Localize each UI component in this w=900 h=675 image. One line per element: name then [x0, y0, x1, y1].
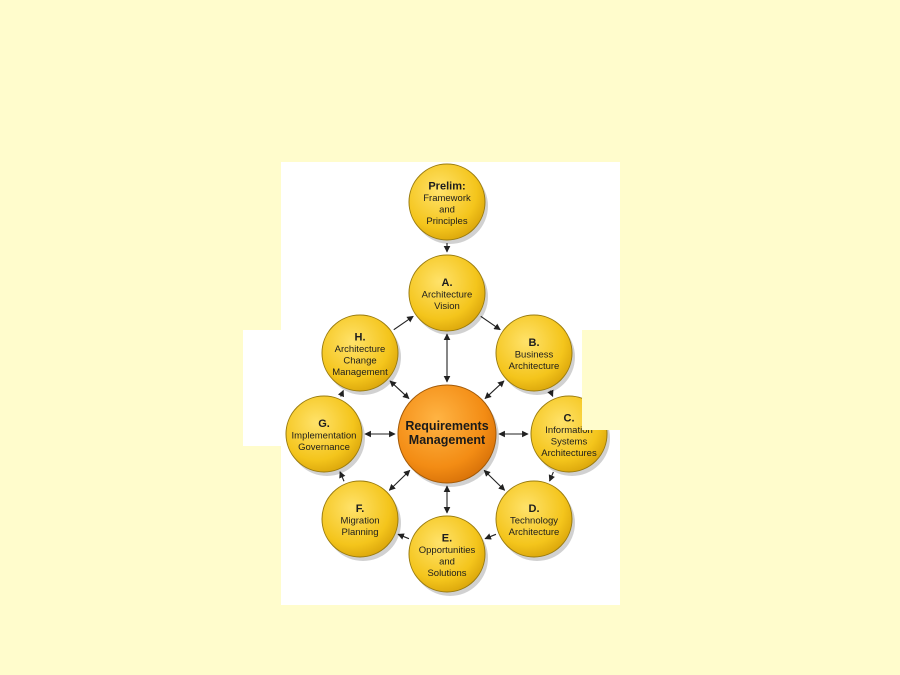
arrow-e-f [397, 533, 410, 540]
node-a-line-0: Architecture [422, 290, 473, 301]
node-c-title: C. [564, 413, 575, 425]
arrow-c-d [548, 471, 555, 482]
node-prelim-line-0: Framework [423, 193, 471, 204]
node-d-title: D. [529, 503, 540, 515]
diagram-slice-bottom: Prelim:FrameworkandPrinciplesA.Architect… [281, 430, 620, 605]
node-a-line-1: Vision [434, 301, 460, 312]
arrow-b-c [547, 389, 554, 397]
arrow-center-f [388, 469, 411, 491]
node-c-line-1: Systems [551, 437, 588, 448]
node-e-line-2: Solutions [427, 568, 466, 579]
node-a-title: A. [442, 277, 453, 289]
node-c-line-2: Architectures [541, 448, 597, 459]
node-center-line-0: Requirements [405, 430, 488, 433]
node-e-line-0: Opportunities [419, 545, 476, 556]
node-prelim-line-1: and [439, 205, 455, 216]
node-f-title: F. [356, 503, 365, 515]
arrow-h-a [393, 315, 414, 330]
node-b-title: B. [529, 337, 540, 349]
node-b-line-0: Business [515, 350, 554, 361]
node-center: RequirementsManagement [397, 430, 499, 487]
arrow-center-h [389, 380, 410, 400]
node-center-line-1: Management [409, 433, 486, 447]
node-e-title: E. [442, 533, 452, 545]
arrow-d-e [484, 533, 497, 540]
node-h-line-1: Change [343, 356, 376, 367]
node-h-line-2: Management [332, 367, 388, 378]
arrow-center-b [484, 380, 505, 400]
node-f-line-0: Migration [340, 516, 379, 527]
node-h-line-0: Architecture [335, 344, 386, 355]
node-prelim-title: Prelim: [428, 181, 465, 193]
node-g-line-0: Implementation [292, 431, 357, 442]
node-e-line-1: and [439, 557, 455, 568]
node-c-line-0: Information [545, 430, 593, 436]
node-d-line-1: Architecture [509, 527, 560, 538]
diagram-slice-middle: Prelim:FrameworkandPrinciplesA.Architect… [243, 330, 582, 446]
arrow-center-d [483, 469, 506, 491]
node-g-title: G. [318, 418, 330, 430]
arrow-g-h [337, 389, 344, 398]
node-f-line-1: Planning [342, 527, 379, 538]
node-d-line-0: Technology [510, 516, 558, 527]
arrow-f-g [339, 471, 346, 482]
node-h-title: H. [355, 332, 366, 344]
node-prelim-line-2: Principles [426, 216, 467, 227]
node-g-line-1: Governance [298, 442, 350, 453]
node-b-line-1: Architecture [509, 361, 560, 372]
arrow-a-b [480, 315, 501, 330]
